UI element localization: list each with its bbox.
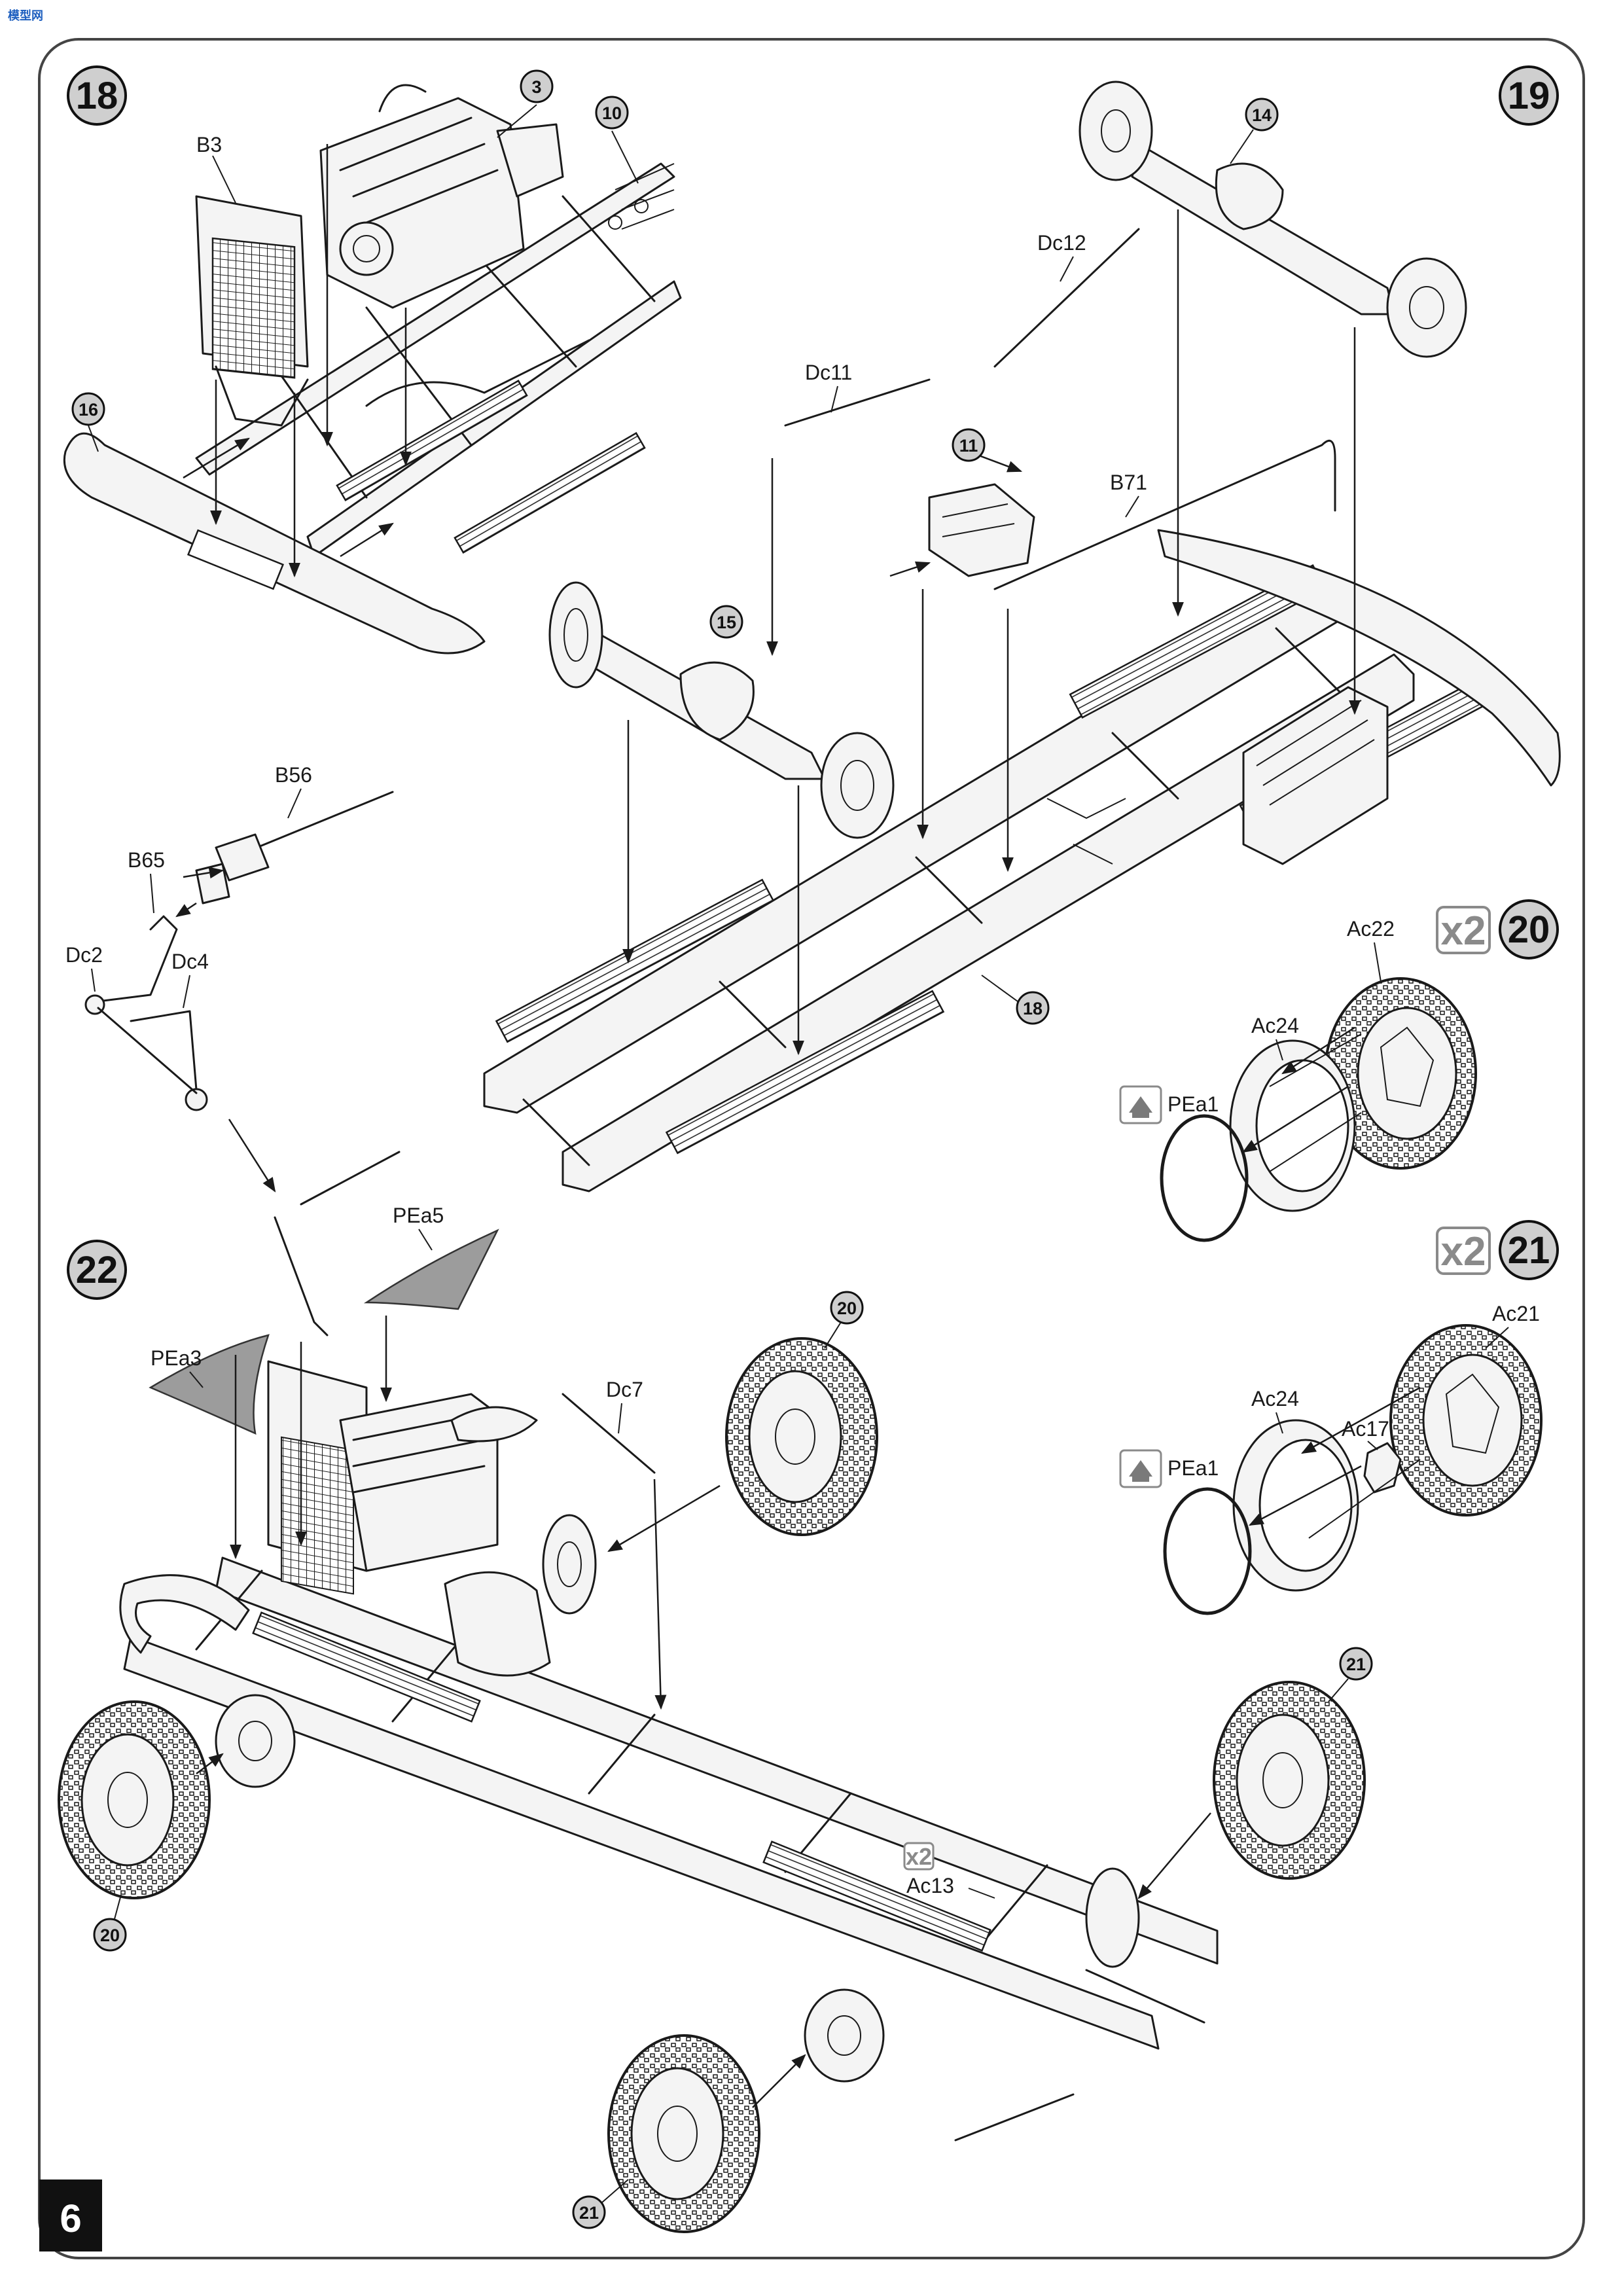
steering-subassembly-drawing: B56 B65 Dc2 Dc4	[65, 763, 394, 1193]
label-Dc7: Dc7	[606, 1378, 643, 1401]
label-Ac22: Ac22	[1347, 917, 1395, 941]
label-Dc4: Dc4	[171, 950, 209, 973]
brand-logo: 模型网	[5, 4, 58, 26]
photo-etch-icon	[1119, 1085, 1162, 1124]
callout-3: 3	[531, 77, 541, 97]
label-B71: B71	[1110, 471, 1147, 494]
label-PEa1-step21: PEa1	[1168, 1456, 1219, 1480]
label-Ac13: Ac13	[906, 1874, 954, 1897]
label-PEa1-step20: PEa1	[1168, 1092, 1219, 1116]
step-19-number: 19	[1508, 75, 1550, 117]
callout-20-top: 20	[837, 1299, 857, 1318]
step-22-inline-multiplier: x2	[906, 1843, 932, 1870]
step-21-number: 21	[1508, 1229, 1550, 1272]
photo-etch-icon-step21	[1119, 1449, 1162, 1488]
label-Ac24: Ac24	[1251, 1014, 1299, 1037]
page-frame	[38, 38, 1585, 2259]
label-Ac17: Ac17	[1342, 1417, 1389, 1441]
callout-21-bottom: 21	[579, 2203, 599, 2223]
callout-21-right: 21	[1346, 1655, 1366, 1674]
label-Dc11: Dc11	[805, 361, 852, 384]
step-21-multiplier: x2	[1441, 1229, 1486, 1274]
label-B65: B65	[128, 848, 165, 872]
callout-18: 18	[1023, 999, 1043, 1018]
step-19-drawing: 19	[483, 65, 1561, 1193]
step-20-number: 20	[1508, 908, 1550, 951]
callout-11: 11	[959, 436, 978, 456]
page-number-box: 6	[39, 2179, 102, 2251]
wheel-21-right	[1213, 1681, 1366, 1880]
page-number: 6	[60, 2197, 81, 2240]
label-Dc2: Dc2	[65, 943, 103, 967]
label-B56: B56	[275, 763, 312, 787]
step-18-drawing: 18 B3 3	[63, 65, 682, 655]
brand-text: 模型网	[8, 9, 43, 22]
wheel-20-bottom	[58, 1700, 211, 1899]
callout-10: 10	[602, 103, 622, 123]
callout-20-bottom: 20	[100, 1926, 120, 1945]
label-Ac21: Ac21	[1492, 1302, 1540, 1325]
label-PEa3: PEa3	[151, 1346, 202, 1370]
label-Dc12: Dc12	[1037, 231, 1086, 255]
step-21-drawing: x2 21 Ac21 Ac24 Ac17 PEa1	[1119, 1220, 1559, 1615]
label-B3: B3	[196, 133, 222, 156]
callout-14: 14	[1252, 105, 1272, 125]
callout-15: 15	[717, 613, 736, 632]
step-18-number: 18	[76, 75, 118, 117]
label-PEa5: PEa5	[393, 1204, 444, 1227]
step-22-number: 22	[76, 1249, 118, 1291]
wheel-21-bottom	[607, 2034, 760, 2233]
label-Ac24-step21: Ac24	[1251, 1387, 1299, 1410]
step-20-multiplier: x2	[1441, 908, 1486, 954]
step-22-drawing: 22	[58, 1151, 1373, 2233]
step-20-drawing: x2 20 Ac22 Ac24 PEa1	[1119, 899, 1559, 1242]
wheel-20-top	[725, 1337, 878, 1536]
callout-16: 16	[79, 400, 98, 420]
